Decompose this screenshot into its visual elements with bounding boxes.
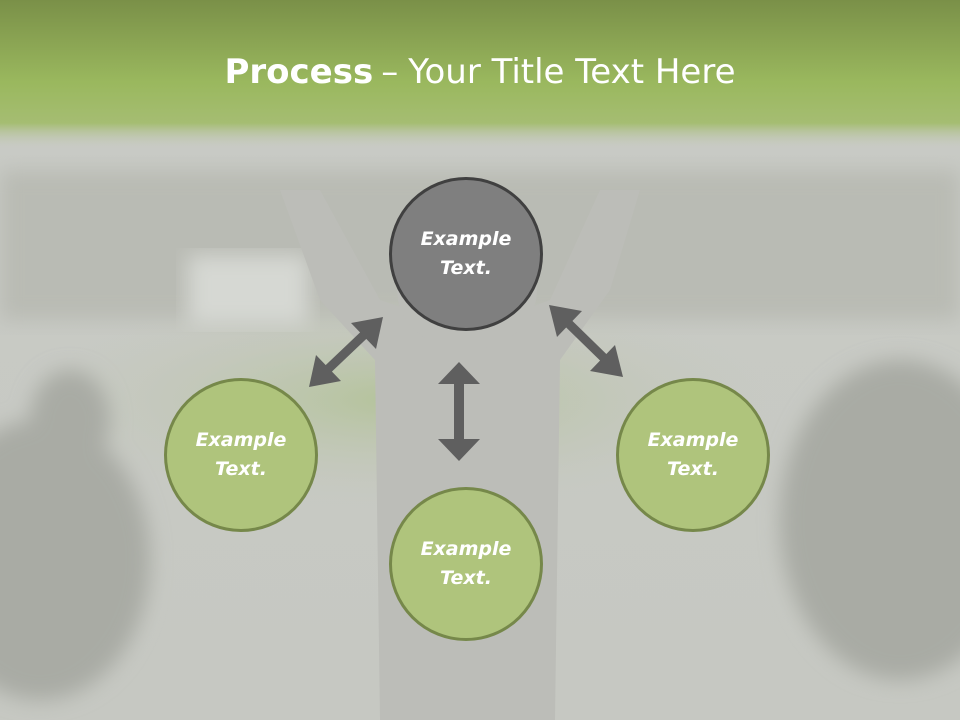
arrow-center-left	[309, 317, 383, 387]
right-node: Example Text.	[616, 378, 770, 532]
left-node-label: Example Text.	[195, 429, 287, 480]
bottom-node-label: Example Text.	[420, 538, 512, 589]
arrow-center-right	[549, 305, 623, 377]
page-title: Process–Your Title Text Here	[0, 52, 960, 92]
center-node-label: Example Text.	[420, 228, 512, 279]
center-node: Example Text.	[389, 177, 543, 331]
right-node-label: Example Text.	[647, 429, 739, 480]
header-band	[0, 0, 960, 150]
title-separator: –	[381, 52, 399, 92]
title-rest: Your Title Text Here	[408, 52, 736, 92]
bottom-node: Example Text.	[389, 487, 543, 641]
arrow-center-bottom	[438, 362, 480, 461]
title-bold: Process	[224, 52, 374, 92]
left-node: Example Text.	[164, 378, 318, 532]
